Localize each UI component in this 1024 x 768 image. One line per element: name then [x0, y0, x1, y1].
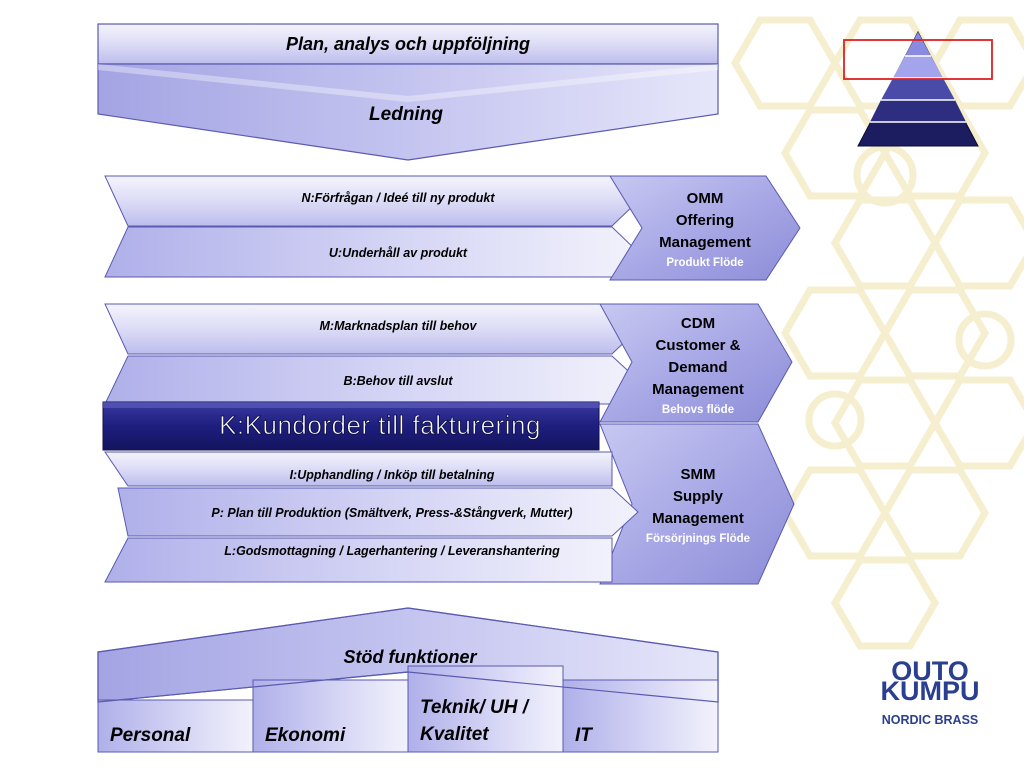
cdm-process-label-1: M:Marknadsplan till behov	[320, 319, 478, 333]
support-item-it: IT	[575, 725, 593, 746]
cdm-flow-label: Behovs flöde	[662, 404, 734, 416]
cdm-title-line-2: Customer &	[655, 337, 740, 354]
cdm-title-line-3: Demand	[668, 359, 727, 376]
top-header-block: Plan, analys och uppföljning Ledning	[97, 23, 719, 161]
smm-flow-label: Försörjnings Flöde	[646, 533, 750, 545]
omm-flow-group: N:Förfrågan / Ideé till ny produkt U:Und…	[104, 175, 801, 281]
cdm-title-line-1: CDM	[681, 315, 715, 332]
support-column-4	[562, 679, 719, 753]
support-item-teknik-line-1: Teknik/ UH /	[420, 697, 530, 718]
support-roof-outline	[97, 607, 719, 703]
highlight-bar-sheen	[103, 402, 599, 408]
pyramid-tier-3	[881, 78, 955, 100]
header-title: Plan, analys och uppföljning	[286, 34, 530, 54]
support-item-personal: Personal	[110, 725, 191, 746]
highlight-process-label: K:Kundorder till fakturering	[219, 410, 541, 440]
omm-title-line-3: Management	[659, 234, 751, 251]
omm-title-line-1: OMM	[687, 190, 724, 207]
highlight-process-bar	[102, 401, 600, 451]
management-arrow-shape	[97, 63, 719, 161]
highlight-process-group: K:Kundorder till fakturering	[102, 401, 600, 451]
smm-flow-group: I:Upphandling / Inköp till betalning P: …	[104, 423, 795, 585]
omm-chevron	[609, 175, 801, 281]
omm-title-line-2: Offering	[676, 212, 734, 229]
support-column-2	[252, 679, 409, 753]
smm-process-bar-3	[104, 537, 613, 583]
smm-chevron	[599, 423, 795, 585]
outokumpu-logo: OUTO KUMPU NORDIC BRASS	[881, 656, 980, 727]
header-bar	[97, 23, 719, 65]
pyramid-level-icon	[843, 30, 993, 147]
pyramid-tier-2	[893, 56, 943, 78]
smm-title-line-2: Supply	[673, 488, 724, 505]
cdm-process-label-2: B:Behov till avslut	[343, 374, 453, 388]
omm-process-label-1: N:Förfrågan / Ideé till ny produkt	[301, 191, 495, 205]
support-item-teknik-line-2: Kvalitet	[420, 724, 489, 745]
support-column-3	[407, 665, 564, 753]
smm-title-line-1: SMM	[681, 466, 716, 483]
logo-line-3: NORDIC BRASS	[882, 713, 979, 727]
support-item-ekonomi: Ekonomi	[265, 725, 346, 746]
omm-process-label-2: U:Underhåll av produkt	[329, 246, 468, 260]
smm-process-bar-2	[117, 487, 639, 537]
omm-process-bar-1	[104, 175, 639, 227]
cdm-chevron	[599, 303, 793, 423]
support-title: Stöd funktioner	[344, 647, 478, 667]
smm-process-label-3: L:Godsmottagning / Lagerhantering / Leve…	[224, 544, 560, 558]
smm-title-line-3: Management	[652, 510, 744, 527]
pyramid-highlight-marker	[843, 39, 993, 80]
smm-process-label-1: I:Upphandling / Inköp till betalning	[290, 468, 495, 482]
pyramid-tier-4	[870, 100, 966, 122]
omm-flow-label: Produkt Flöde	[666, 257, 743, 269]
support-block: Stöd funktioner Personal Ekonomi Teknik/…	[97, 607, 719, 753]
smm-process-bar-1	[104, 451, 613, 487]
logo-line-1: OUTO	[891, 656, 969, 686]
smm-process-label-2: P: Plan till Produktion (Smältverk, Pres…	[211, 506, 572, 520]
cdm-title-line-4: Management	[652, 381, 744, 398]
pyramid-tier-1	[905, 32, 931, 56]
cdm-flow-group: M:Marknadsplan till behov B:Behov till a…	[104, 303, 793, 423]
support-column-1	[97, 699, 254, 753]
header-subtitle: Ledning	[369, 104, 443, 125]
logo-line-2: KUMPU	[881, 676, 980, 706]
